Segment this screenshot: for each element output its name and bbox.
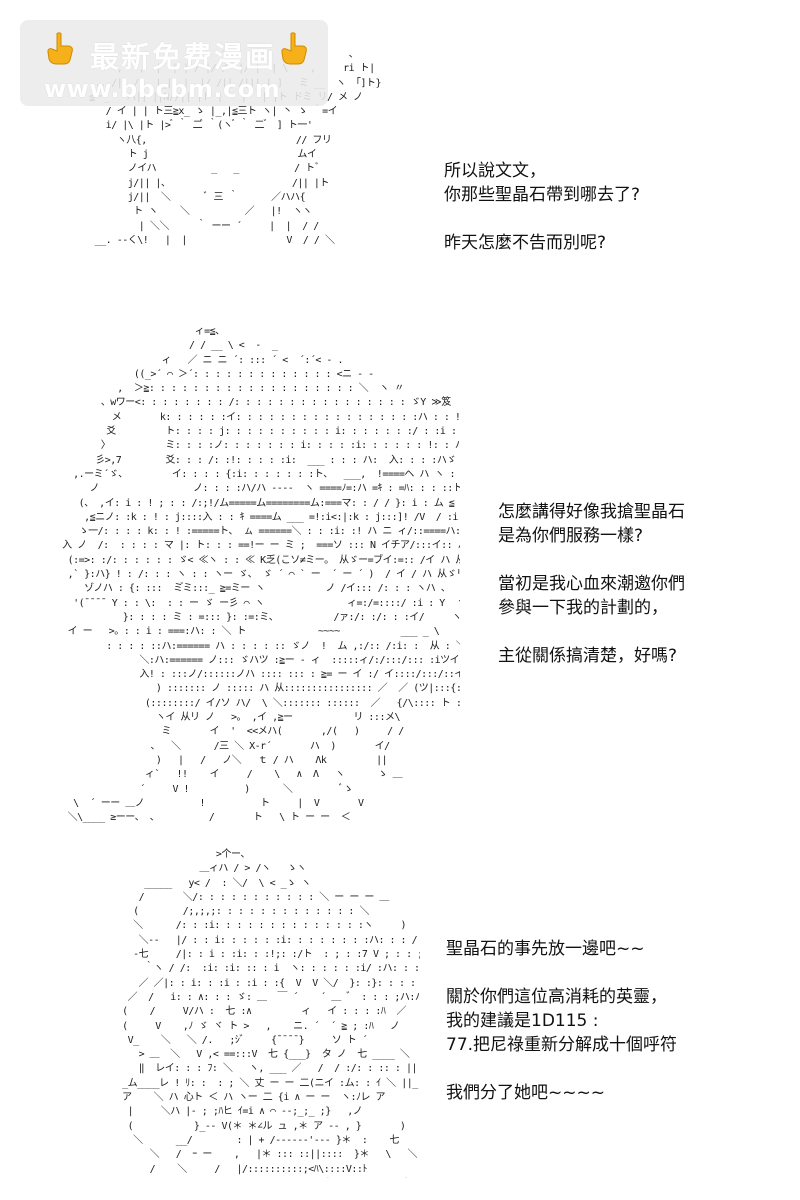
dialogue-line: 77.把尼祿重新分解成十個呼符 (446, 1035, 678, 1055)
watermark-badge: 最新免费漫画 www.bbcbm.com (20, 20, 328, 106)
ascii-art-character-3: >个ー、 ＿ィハ / > /ヽ ゝヽ _____ y< / : ＼/ \ < _… (122, 849, 420, 1178)
dialogue-line: 昨天怎麼不告而別呢? (444, 233, 607, 253)
dialogue-line: 我的建議是1D115 : (446, 1011, 599, 1031)
dialogue-line: 我們分了她吧~~~~ (446, 1083, 605, 1103)
ascii-art-character-2: ィ=≦、 / / __ \ < - _ ィ ／ ニ ニ ´: ::: ´ < ´… (62, 326, 460, 824)
dialogue-spacer (446, 1057, 677, 1081)
dialogue-spacer (498, 548, 685, 572)
dialogue-line: 主從關係搞清楚，好嗎? (498, 646, 678, 666)
dialogue-line: 所以說文文， (444, 161, 546, 181)
pointing-hand-icon (47, 32, 73, 65)
dialogue-2: 怎麼講得好像我搶聖晶石 是為你們服務一樣? 當初是我心血來潮邀你們 參與一下我的… (498, 500, 685, 668)
dialogue-line: 聖晶石的事先放一邊吧~~ (446, 939, 645, 959)
dialogue-spacer (444, 207, 640, 231)
dialogue-spacer (446, 961, 677, 985)
dialogue-line: 是為你們服務一樣? (498, 526, 644, 546)
dialogue-line: 怎麼講得好像我搶聖晶石 (498, 502, 685, 522)
dialogue-3: 聖晶石的事先放一邊吧~~ 關於你們這位高消耗的英靈， 我的建議是1D115 : … (446, 937, 677, 1105)
dialogue-line: 參與一下我的計劃的， (498, 598, 668, 618)
dialogue-line: 關於你們這位高消耗的英靈， (446, 987, 667, 1007)
pointing-hand-icon (281, 32, 307, 65)
dialogue-1: 所以說文文， 你那些聖晶石帶到哪去了? 昨天怎麼不告而別呢? (444, 159, 640, 255)
watermark-title: 最新免费漫画 (90, 40, 277, 74)
watermark-url: www.bbcbm.com (44, 75, 281, 103)
dialogue-line: 當初是我心血來潮邀你們 (498, 574, 685, 594)
dialogue-line: 你那些聖晶石帶到哪去了? (444, 185, 641, 205)
dialogue-spacer (498, 620, 685, 644)
